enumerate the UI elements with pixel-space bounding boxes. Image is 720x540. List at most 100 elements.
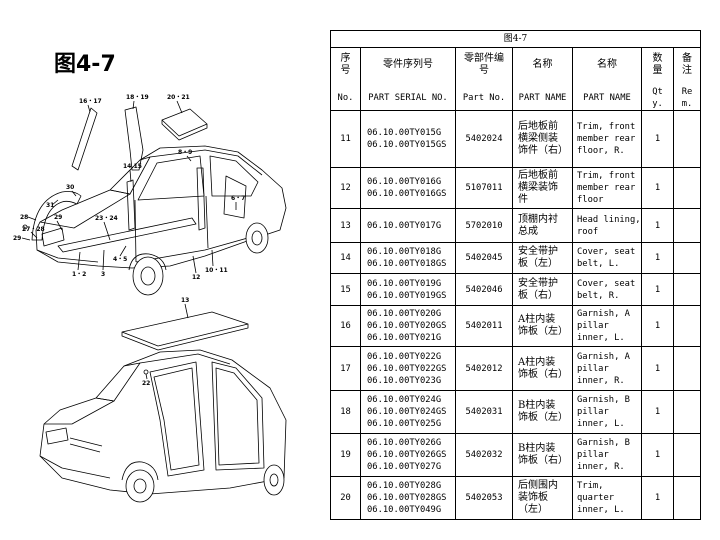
wheel-arch-liner-part — [31, 191, 82, 241]
front-wheel-arch — [121, 461, 159, 481]
callout-leaders — [145, 303, 189, 380]
front-wheel-arch — [128, 253, 167, 271]
serial-number: 06.10.00TY017G — [367, 220, 442, 231]
callout-label: 16・17 — [79, 98, 102, 105]
row-number-cell: 16 — [330, 305, 361, 347]
row-number-cell: 12 — [330, 167, 361, 209]
row-number-cell: 17 — [330, 346, 361, 391]
callout-label: 18・19 — [126, 94, 149, 101]
serial-number: 06.10.00TY026GS — [367, 450, 447, 460]
part-number: 5702010 — [465, 220, 503, 231]
callout-label: 20・21 — [167, 94, 190, 101]
part-number: 5107011 — [465, 183, 503, 193]
name-en-cell: Garnish, B pillar inner, L. — [572, 390, 642, 434]
name-en-cell: Garnish, A pillar inner, L. — [572, 305, 642, 347]
name-zh-cell: 后地板前横梁装饰件 — [512, 167, 573, 209]
part-name-zh: 安全带护板（右） — [518, 277, 558, 301]
rear-wheel — [263, 464, 285, 496]
name-en-cell: Cover, seat belt, L. — [572, 242, 642, 274]
row-number: 14 — [340, 253, 351, 263]
header-qty-en: Qty. — [652, 87, 663, 109]
roof-panel-part — [161, 108, 208, 141]
quantity: 1 — [654, 183, 661, 193]
serial-number: 06.10.00TY021G — [367, 333, 442, 343]
header-name-en-en: PART NAME — [583, 93, 631, 103]
remark-cell — [673, 167, 701, 209]
row-number: 12 — [340, 183, 351, 193]
part-name-zh: 后地板前横梁装饰件 — [518, 170, 558, 205]
name-zh-cell: B柱内装饰板（左） — [512, 390, 573, 434]
part-name-en: Cover, seat belt, R. — [577, 278, 636, 301]
headlight — [41, 227, 65, 247]
serial-number: 06.10.00TY018GS — [367, 259, 447, 269]
windshield — [95, 362, 141, 402]
remark-cell — [673, 476, 701, 520]
serial-number: 06.10.00TY024G — [367, 395, 442, 405]
header-serial-zh: 零件序列号 — [383, 59, 433, 70]
quantity: 1 — [654, 363, 661, 374]
header-part-no: 零部件编号 Part No. — [455, 47, 513, 111]
part-name-en: Garnish, A pillar inner, L. — [577, 309, 630, 343]
qty-cell: 1 — [641, 273, 674, 306]
row-number-cell: 13 — [330, 208, 361, 243]
name-en-cell: Trim, front member rear floor — [572, 167, 642, 209]
part-number-cell: 5402011 — [455, 305, 513, 347]
parts-row: 12 06.10.00TY016G 06.10.00TY016GS 5107011 后地… — [330, 167, 701, 209]
b-pillar-trim-part — [124, 106, 144, 171]
rear-side-window — [209, 155, 259, 197]
remark-cell — [673, 242, 701, 274]
part-number: 5402011 — [465, 321, 503, 331]
name-zh-cell: 安全带护板（左） — [512, 242, 573, 274]
qty-cell: 1 — [641, 390, 674, 434]
row-number: 17 — [340, 363, 351, 374]
serial-number: 06.10.00TY020G — [367, 309, 442, 319]
header-part-no-zh: 零部件编号 — [464, 53, 504, 76]
part-number-cell: 5402053 — [455, 476, 513, 520]
serial-number: 06.10.00TY028GS — [367, 493, 447, 503]
qty-cell: 1 — [641, 476, 674, 520]
qty-cell: 1 — [641, 167, 674, 209]
header-serial: 零件序列号 PART SERIAL NO. — [360, 47, 456, 111]
serial-number: 06.10.00TY016G — [367, 177, 442, 187]
part-number: 5402024 — [465, 134, 503, 144]
row-number-cell: 18 — [330, 390, 361, 434]
floor-member-trim — [57, 217, 197, 253]
clip-part — [22, 224, 28, 230]
name-en-cell: Garnish, B pillar inner, R. — [572, 433, 642, 477]
serial-number: 06.10.00TY016GS — [367, 189, 447, 199]
serial-cell: 06.10.00TY017G — [360, 208, 456, 243]
header-rem: 备注 Rem. — [673, 47, 701, 111]
callout-label: 29 — [54, 214, 62, 221]
callout-label: 23・24 — [95, 215, 118, 222]
callout-label: 6・7 — [231, 195, 245, 202]
row-number: 20 — [340, 493, 351, 503]
callout-leaders — [21, 100, 237, 274]
header-name-en: 名称 PART NAME — [572, 47, 642, 111]
serial-number: 06.10.00TY049G — [367, 505, 442, 515]
name-en-cell: Trim, quarter inner, L. — [572, 476, 642, 520]
header-qty-zh: 数量 — [652, 53, 663, 76]
part-number-cell: 5402031 — [455, 390, 513, 434]
serial-number: 06.10.00TY028G — [367, 481, 442, 491]
header-qty: 数量 Qty. — [641, 47, 674, 111]
row-number-cell: 15 — [330, 273, 361, 306]
header-rem-en: Rem. — [681, 87, 693, 109]
header-rem-zh: 备注 — [682, 53, 692, 76]
quantity: 1 — [654, 407, 661, 417]
qty-cell: 1 — [641, 346, 674, 391]
row-number-cell: 19 — [330, 433, 361, 477]
part-number-cell: 5402024 — [455, 110, 513, 168]
row-number-cell: 14 — [330, 242, 361, 274]
serial-number: 06.10.00TY015G — [367, 128, 442, 138]
name-en-cell: Cover, seat belt, R. — [572, 273, 642, 306]
remark-cell — [673, 346, 701, 391]
headlight — [45, 427, 69, 445]
qty-cell: 1 — [641, 242, 674, 274]
parts-illustration: 16・17 18・19 20・21 8・9 14.15 30 31 28 29 … — [13, 94, 287, 503]
